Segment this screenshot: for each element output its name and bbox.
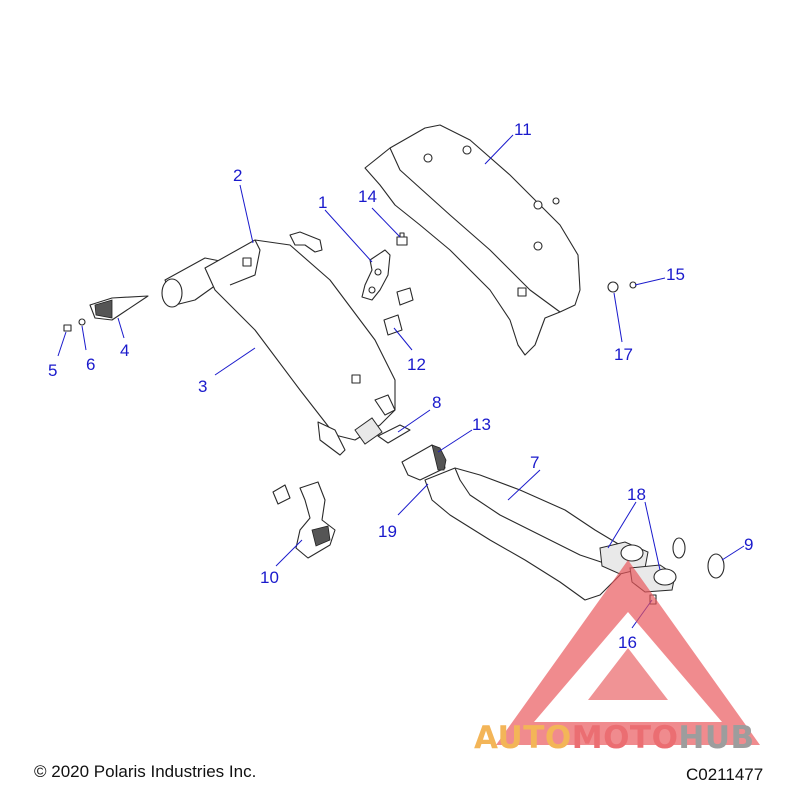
watermark-triangle-icon xyxy=(496,560,760,745)
watermark-moto: MOTO xyxy=(572,720,679,756)
callout-8: 8 xyxy=(432,393,441,412)
watermark-hub: HUB xyxy=(678,720,754,756)
callout-6: 6 xyxy=(86,355,95,374)
lower-bracket-part xyxy=(272,481,336,559)
callout-10: 10 xyxy=(260,568,279,587)
callout-12: 12 xyxy=(407,355,426,374)
clamp-part xyxy=(401,444,447,481)
callout-19: 19 xyxy=(378,522,397,541)
callout-14: 14 xyxy=(358,187,377,206)
copyright-text: © 2020 Polaris Industries Inc. xyxy=(34,762,257,781)
svg-text:AUTOMOTOHUB: AUTOMOTOHUB xyxy=(474,720,755,756)
callout-2: 2 xyxy=(233,166,242,185)
callout-18: 18 xyxy=(627,485,646,504)
watermark-auto: AUTO xyxy=(474,720,572,756)
watermark-inner-triangle-icon xyxy=(588,648,668,700)
callout-11: 11 xyxy=(514,120,532,139)
callout-16: 16 xyxy=(618,633,637,652)
callout-9: 9 xyxy=(744,535,753,554)
heat-shield-part xyxy=(364,124,581,356)
spark-arrestor-part xyxy=(63,295,149,332)
leader-lines xyxy=(57,134,745,629)
callout-17: 17 xyxy=(614,345,633,364)
callout-labels: 1 2 3 4 5 6 7 8 9 10 11 12 13 14 15 16 1… xyxy=(48,120,753,652)
callout-13: 13 xyxy=(472,415,491,434)
diagram-code: C0211477 xyxy=(686,765,764,784)
callout-7: 7 xyxy=(530,453,539,472)
bolt-part xyxy=(396,232,408,246)
gasket-part xyxy=(377,424,411,444)
callout-5: 5 xyxy=(48,361,57,380)
exhaust-gasket-part xyxy=(672,537,725,579)
callout-15: 15 xyxy=(666,265,685,284)
grommet-part xyxy=(383,287,414,336)
bracket-part xyxy=(361,249,391,301)
watermark-logo: AUTOMOTOHUB xyxy=(474,560,760,756)
muffler-part xyxy=(161,231,396,456)
callout-1: 1 xyxy=(318,193,327,212)
callout-4: 4 xyxy=(120,341,129,360)
callout-3: 3 xyxy=(198,377,207,396)
